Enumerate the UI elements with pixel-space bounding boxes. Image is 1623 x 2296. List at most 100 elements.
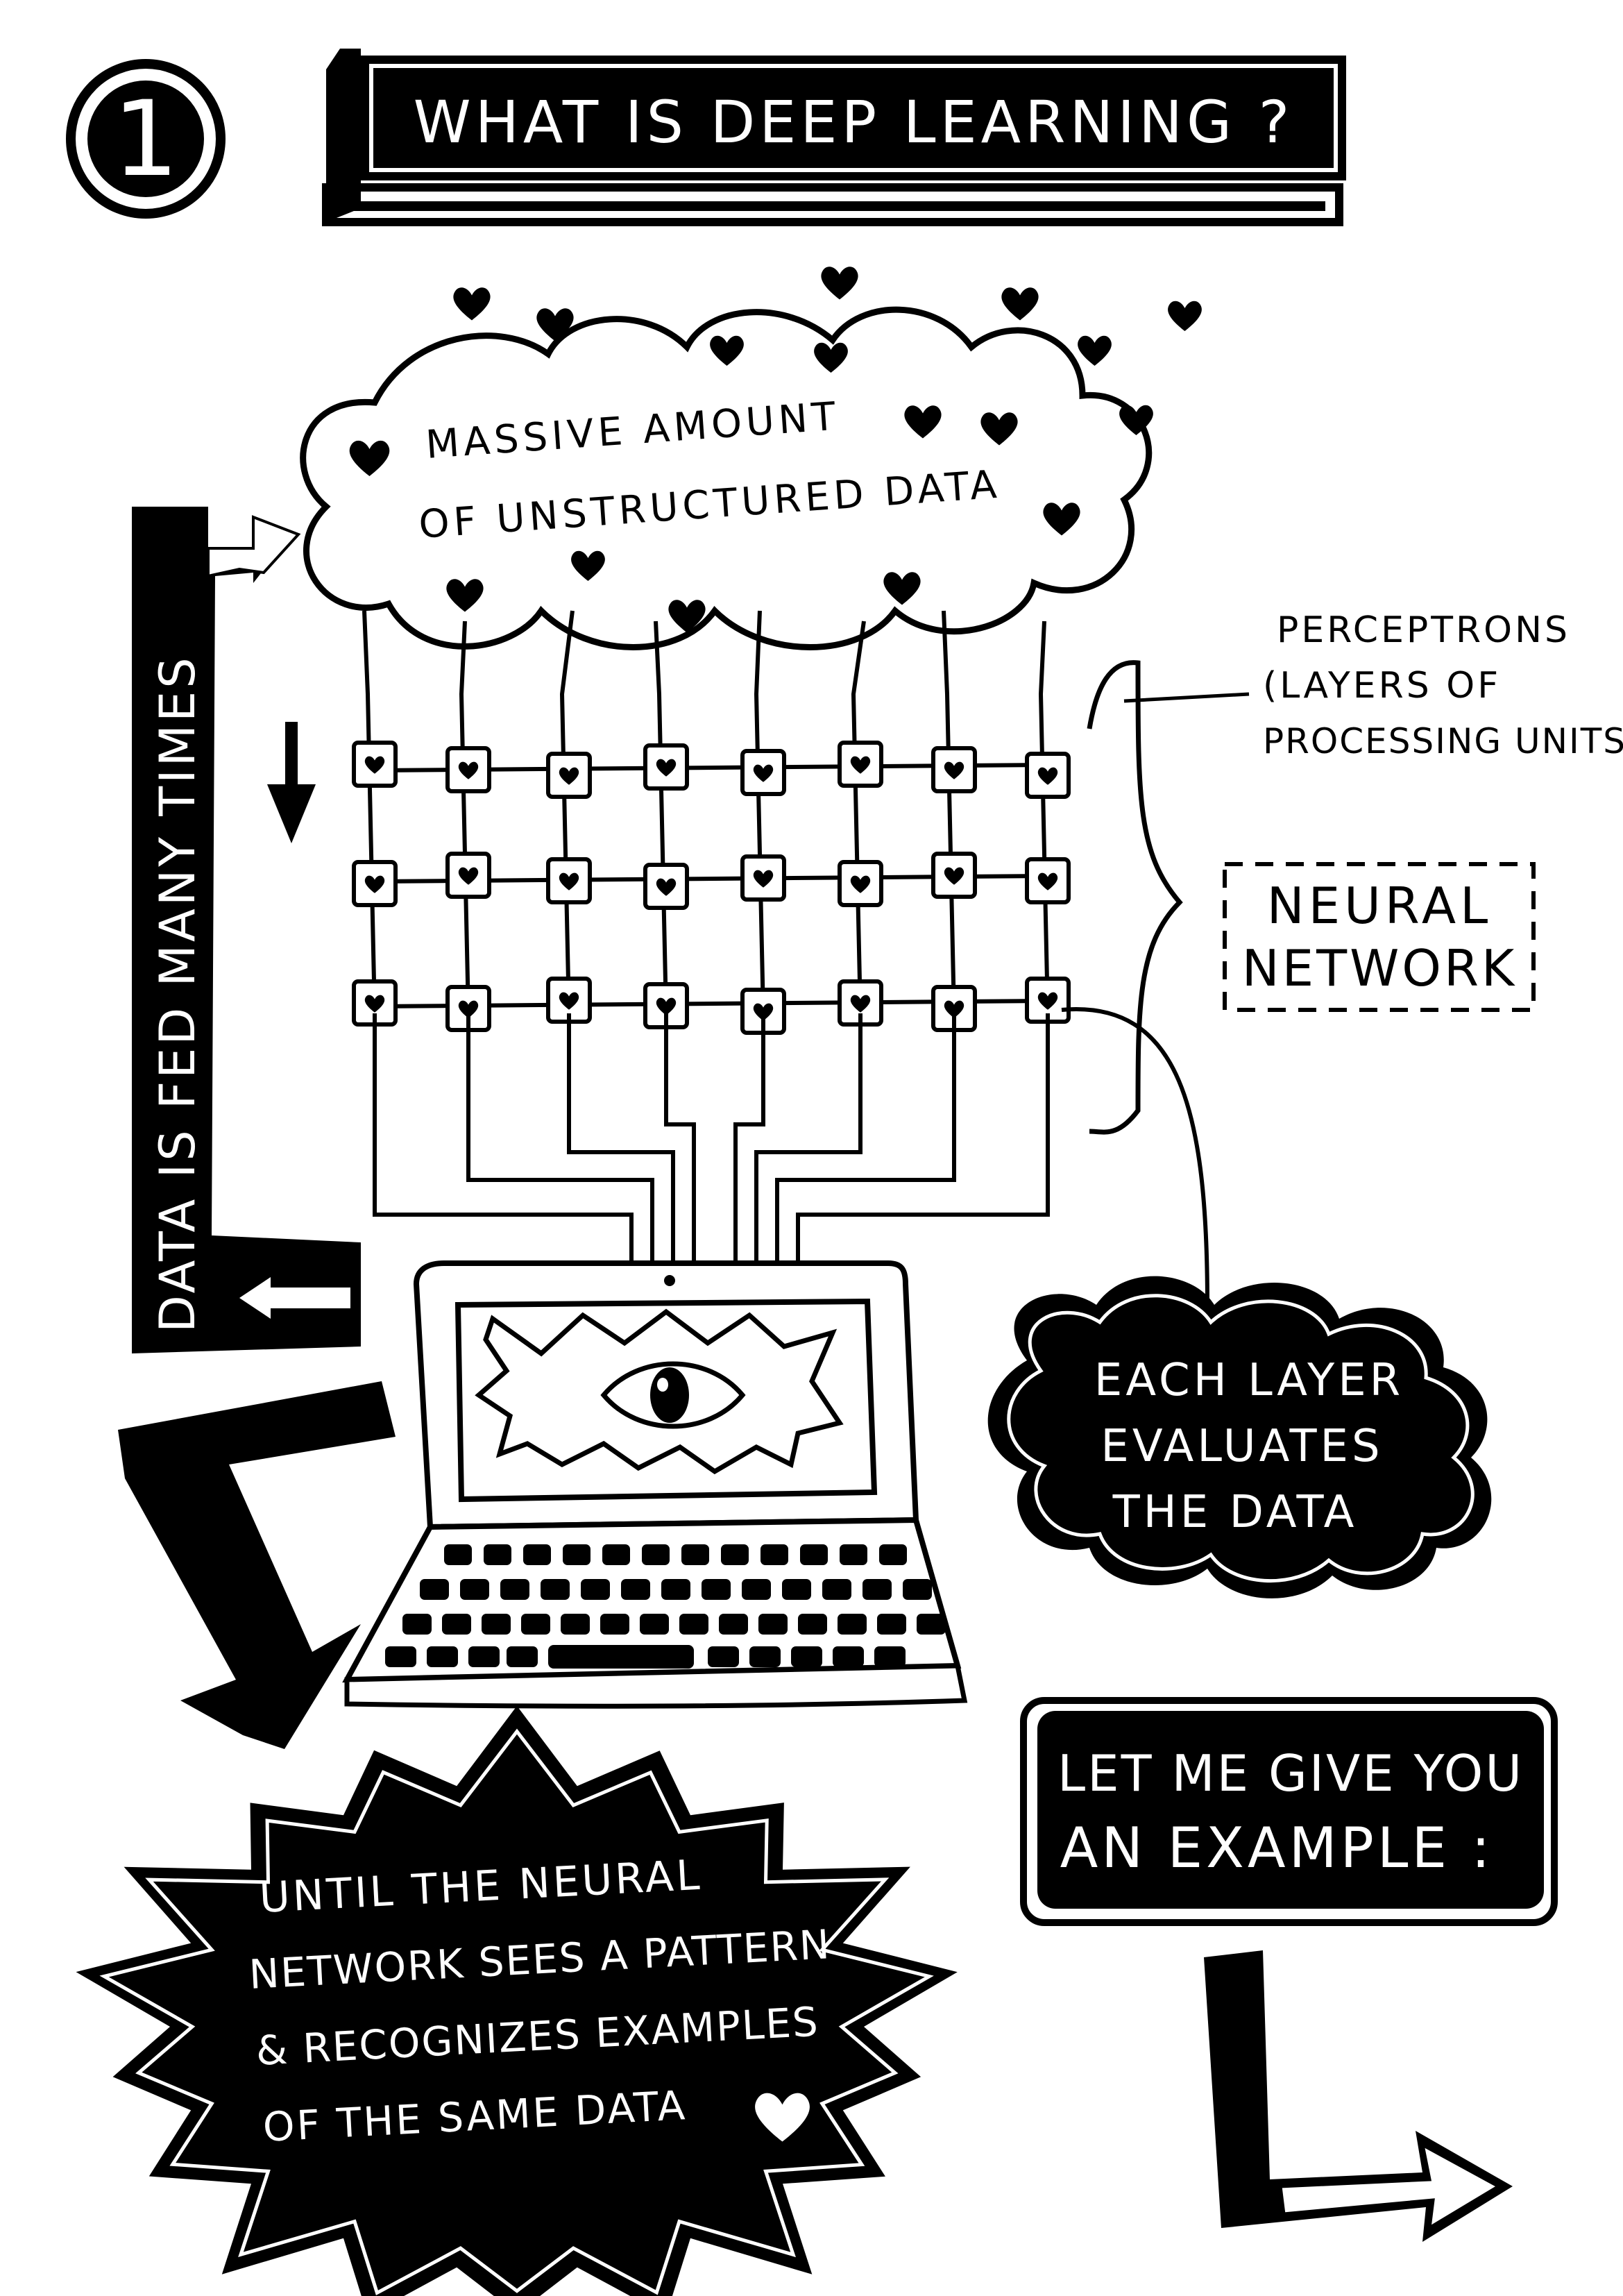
keyboard-key — [917, 1614, 946, 1635]
keyboard-key — [800, 1544, 828, 1565]
keyboard-key — [563, 1544, 590, 1565]
keyboard-key — [833, 1646, 864, 1667]
keyboard-key — [484, 1544, 511, 1565]
input-wire — [362, 610, 377, 1014]
perceptron-node — [643, 743, 689, 791]
input-wire — [654, 621, 668, 1014]
heart-icon — [821, 267, 858, 300]
perceptron-annotation: PERCEPTRONS (LAYERS OF PROCESSING UNITS) — [1087, 609, 1623, 1135]
keyboard-key — [840, 1544, 867, 1565]
perceptron-node — [643, 863, 689, 910]
perceptron-node — [740, 854, 786, 902]
keyboard-key — [903, 1579, 932, 1600]
network-wires — [362, 610, 1050, 1014]
keyboard-key — [681, 1544, 709, 1565]
keyboard-key — [822, 1579, 851, 1600]
eye-icon — [600, 1361, 746, 1429]
keyboard-key — [602, 1544, 630, 1565]
keyboard-key — [782, 1579, 811, 1600]
perceptron-node — [838, 741, 883, 788]
input-wire — [754, 610, 765, 1014]
output-wires — [373, 1007, 1209, 1306]
example-line1: LET ME GIVE YOU — [1057, 1744, 1524, 1803]
keyboard-key — [581, 1579, 610, 1600]
input-wire — [459, 621, 470, 1014]
keyboard-key — [521, 1614, 550, 1635]
evaluate-line1: EACH LAYER — [1094, 1355, 1404, 1406]
keyboard-key — [742, 1579, 771, 1600]
evaluate-bubble: EACH LAYER EVALUATES THE DATA — [987, 1276, 1492, 1598]
page-number-badge: 1 — [66, 59, 226, 219]
keyboard-key — [661, 1579, 690, 1600]
keyboard-key — [468, 1646, 500, 1667]
keyboard-key — [760, 1544, 788, 1565]
input-wire — [851, 621, 866, 1014]
keyboard — [385, 1544, 946, 1669]
keyboard-key — [541, 1579, 570, 1600]
keyboard-key — [640, 1614, 669, 1635]
perceptron-node — [1025, 857, 1071, 904]
perceptron-node — [931, 746, 977, 793]
keyboard-key — [420, 1579, 449, 1600]
keyboard-key — [798, 1614, 827, 1635]
network-nodes — [352, 741, 1071, 1035]
perceptron-node — [352, 741, 398, 788]
perceptron-node — [1025, 752, 1071, 799]
example-box: LET ME GIVE YOU AN EXAMPLE : — [1020, 1697, 1558, 1926]
neural-label-line1: NEURAL — [1267, 877, 1493, 935]
keyboard-key — [863, 1579, 892, 1600]
pattern-burst: UNTIL THE NEURAL NETWORK SEES A PATTERN … — [76, 1705, 958, 2296]
neural-network-grid — [352, 610, 1209, 1306]
feedback-label: DATA IS FED MANY TIMES — [149, 655, 206, 1333]
keyboard-key — [500, 1579, 529, 1600]
keyboard-key — [708, 1646, 739, 1667]
example-line2: AN EXAMPLE : — [1060, 1816, 1494, 1880]
keyboard-key — [561, 1614, 590, 1635]
heart-icon — [1001, 287, 1039, 321]
keyboard-key — [838, 1614, 867, 1635]
down-arrow-small — [267, 722, 316, 843]
keyboard-key — [719, 1614, 748, 1635]
perceptron-node — [546, 752, 592, 799]
input-wire — [1038, 621, 1050, 1014]
perceptron-node — [838, 860, 883, 907]
keyboard-key — [749, 1646, 781, 1667]
feedback-loop: DATA IS FED MANY TIMES — [132, 507, 361, 1353]
l-shaped-arrow — [1204, 1950, 1513, 2242]
evaluate-line2: EVALUATES — [1101, 1421, 1383, 1472]
keyboard-key — [874, 1646, 906, 1667]
neural-label-line2: NETWORK — [1242, 939, 1517, 997]
input-wire — [559, 610, 575, 1014]
keyboard-key — [385, 1646, 416, 1667]
keyboard-key — [482, 1614, 511, 1635]
keyboard-key — [877, 1614, 906, 1635]
heart-icon — [453, 287, 491, 321]
neural-network-label: NEURAL NETWORK — [1223, 862, 1536, 1012]
spacebar-key — [548, 1645, 694, 1669]
perceptrons-line3: PROCESSING UNITS) — [1263, 721, 1623, 761]
keyboard-key — [402, 1614, 432, 1635]
perceptron-node — [445, 746, 491, 793]
page-number: 1 — [112, 79, 178, 200]
perceptron-node — [546, 857, 592, 904]
keyboard-key — [791, 1646, 822, 1667]
keyboard-key — [642, 1544, 670, 1565]
big-down-arrow — [118, 1381, 396, 1749]
keyboard-key — [444, 1544, 472, 1565]
keyboard-key — [679, 1614, 708, 1635]
laptop-icon — [342, 1260, 968, 1709]
keyboard-key — [879, 1544, 907, 1565]
keyboard-key — [460, 1579, 489, 1600]
perceptron-node — [445, 852, 491, 899]
data-cloud: MASSIVE AMOUNT OF UNSTRUCTURED DATA — [300, 306, 1153, 650]
keyboard-key — [721, 1544, 749, 1565]
perceptron-node — [931, 852, 977, 899]
keyboard-key — [442, 1614, 471, 1635]
title-banner: WHAT IS DEEP LEARNING ? — [322, 49, 1346, 226]
evaluate-line3: THE DATA — [1112, 1487, 1358, 1538]
keyboard-key — [523, 1544, 551, 1565]
page-title: WHAT IS DEEP LEARNING ? — [414, 88, 1294, 156]
heart-icon — [1078, 335, 1112, 366]
perceptron-node — [740, 749, 786, 796]
